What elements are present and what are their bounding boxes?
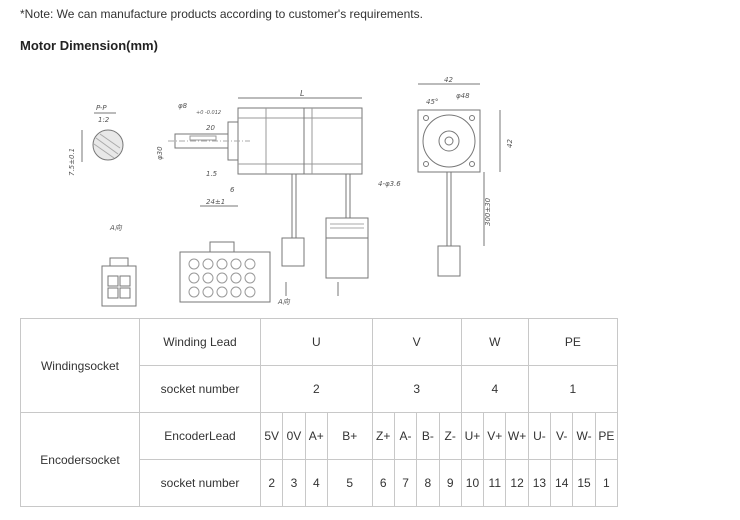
view-a-label: A向 — [109, 224, 123, 232]
dim-shaft-tol: +0 -0.012 — [196, 110, 221, 116]
encoder-lead-cell: W+ — [505, 412, 529, 460]
encoder-number-label: socket number — [139, 459, 261, 507]
encoder-lead-cell: V- — [550, 412, 574, 460]
encoder-lead-cell: 0V — [282, 412, 306, 460]
winding-number-row: socket number 2 3 4 1 — [21, 365, 619, 413]
winding-lead-cell: PE — [527, 318, 619, 366]
dim-flange-thk: 6 — [230, 186, 235, 194]
requirements-note: *Note: We can manufacture products accor… — [20, 7, 423, 21]
encoder-lead-cell: U+ — [460, 412, 485, 460]
encoder-number-cell: 15 — [572, 459, 596, 507]
encoder-lead-cell: A- — [393, 412, 418, 460]
encoder-number-cell: 11 — [483, 459, 507, 507]
encoder-number-cell: 9 — [438, 459, 462, 507]
dim-width-side: 42 — [506, 139, 514, 148]
encoder-lead-cell: V+ — [483, 412, 507, 460]
connector-a-view: A向 — [101, 224, 271, 307]
encoder-number-row: socket number 2 3 4 5 6 7 8 9 10 11 12 1… — [21, 459, 619, 507]
winding-number-cell: 2 — [260, 365, 373, 413]
motor-dimension-drawing: P-P 1:2 7.5±0.1 L φ8 +0 -0.012 — [60, 70, 540, 315]
dim-holes: 4-φ3.6 — [378, 180, 401, 188]
winding-number-cell: 4 — [460, 365, 529, 413]
winding-number-cell: 1 — [527, 365, 619, 413]
encoder-lead-cell: Z- — [438, 412, 462, 460]
dim-shaft-small: 7.5±0.1 — [68, 148, 76, 176]
encoder-number-cell: 7 — [393, 459, 418, 507]
encoder-lead-cell: A+ — [304, 412, 328, 460]
socket-pinout-table: Windingsocket Winding Lead U V W PE sock… — [20, 318, 619, 507]
section-scale: 1:2 — [98, 116, 110, 124]
encoder-lead-row: Encodersocket EncoderLead 5V 0V A+ B+ Z+… — [20, 412, 619, 507]
dim-width-top: 42 — [444, 76, 453, 84]
dim-pcd: φ48 — [456, 92, 470, 100]
section-label: P-P — [96, 104, 107, 112]
winding-number-cell: 3 — [371, 365, 462, 413]
dim-key-len: 20 — [206, 124, 215, 132]
motor-side-view: 42 42 φ48 45° 4-φ3.6 300±30 — [378, 76, 514, 277]
encoder-lead-cell: U- — [527, 412, 552, 460]
winding-lead-cell: W — [460, 318, 529, 366]
winding-lead-row: Windingsocket Winding Lead U V W PE — [20, 318, 619, 413]
encoder-lead-cell: W- — [572, 412, 596, 460]
dim-shaft-len: 24±1 — [206, 198, 225, 206]
winding-lead-label: Winding Lead — [139, 318, 261, 366]
dim-angle: 45° — [426, 98, 438, 106]
encoder-lead-cell: B+ — [326, 412, 373, 460]
encoder-number-cell: 1 — [594, 459, 619, 507]
encoder-lead-cell: PE — [594, 412, 619, 460]
encoder-number-cell: 14 — [550, 459, 574, 507]
winding-lead-cell: V — [371, 318, 462, 366]
encoder-number-cell: 8 — [416, 459, 440, 507]
arrow-a-label: A向 — [277, 298, 291, 306]
dim-shaft-dia: φ8 — [178, 102, 188, 110]
encoder-number-cell: 2 — [259, 459, 284, 507]
motor-front-view: L φ8 +0 -0.012 φ30 20 1.5 6 24±1 A向 — [156, 89, 369, 306]
dim-cable: 300±30 — [484, 197, 492, 226]
winding-lead-cell: U — [260, 318, 373, 366]
dim-step: 1.5 — [206, 170, 218, 178]
encoder-lead-cell: B- — [416, 412, 440, 460]
section-pp-view: P-P 1:2 7.5±0.1 — [68, 104, 124, 176]
encoder-number-cell: 10 — [460, 459, 485, 507]
encoder-number-cell: 12 — [505, 459, 529, 507]
winding-number-label: socket number — [139, 365, 261, 413]
encoder-number-cell: 5 — [326, 459, 373, 507]
encoder-number-cell: 4 — [304, 459, 328, 507]
encoder-number-cell: 13 — [527, 459, 552, 507]
dim-flange-dia: φ30 — [156, 146, 164, 160]
encoder-lead-cell: Z+ — [371, 412, 395, 460]
encoder-number-cell: 3 — [282, 459, 306, 507]
winding-section-label: Windingsocket — [20, 318, 140, 413]
encoder-number-cell: 6 — [371, 459, 395, 507]
encoder-lead-cell: 5V — [259, 412, 284, 460]
encoder-lead-label: EncoderLead — [139, 412, 261, 460]
section-heading: Motor Dimension(mm) — [20, 38, 158, 53]
encoder-section-label: Encodersocket — [20, 412, 140, 507]
dim-length: L — [300, 89, 304, 98]
